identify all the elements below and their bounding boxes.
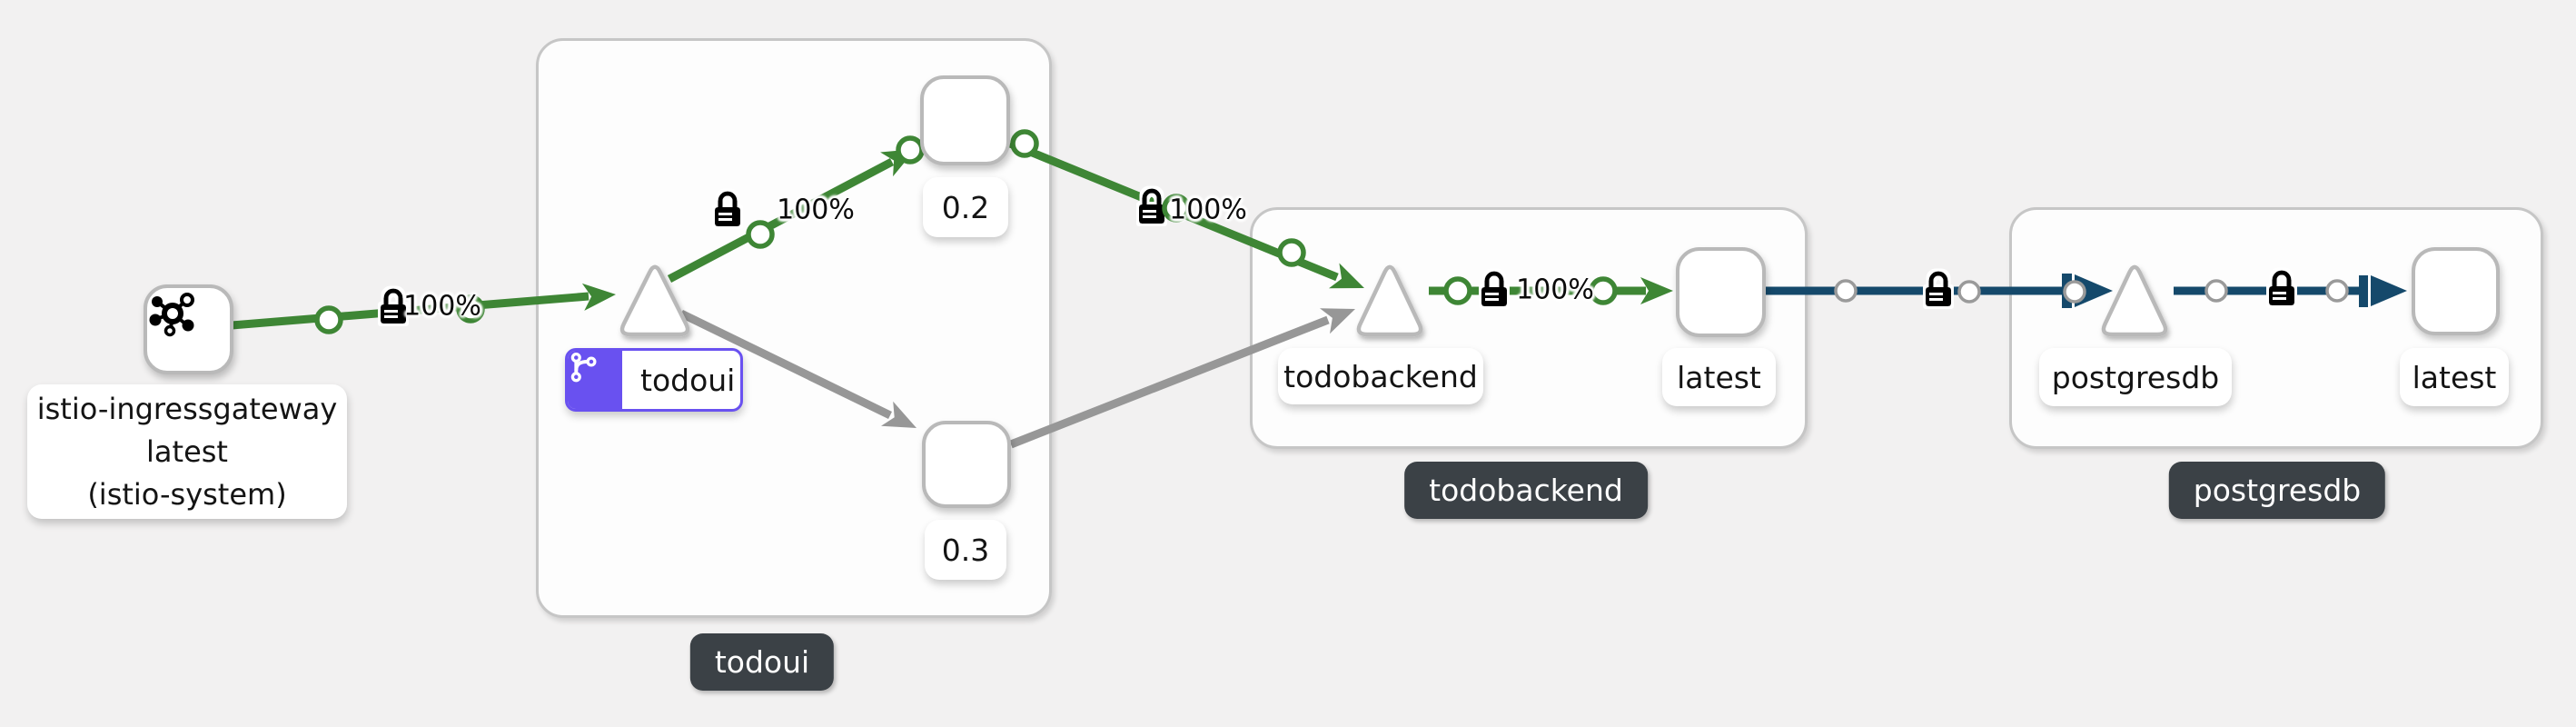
edge-arrowhead xyxy=(2075,274,2113,307)
edge-waypoint-circle xyxy=(1010,129,1039,158)
edge-postgresdb-to-latest[interactable] xyxy=(2174,270,2407,307)
label-line-version: latest xyxy=(146,433,228,469)
edge-waypoint-circle xyxy=(1443,276,1472,305)
node-todobackend-latest[interactable] xyxy=(1676,247,1766,337)
edge-arrowhead xyxy=(1640,277,1673,304)
label-postgresdb-latest: latest xyxy=(2400,348,2509,406)
edge-waypoint-circle xyxy=(1277,238,1306,267)
label-text: todoui xyxy=(640,362,736,398)
edge-label-ingress-to-todoui: 100% xyxy=(403,290,481,323)
group-badge-todoui[interactable]: todoui xyxy=(689,633,835,691)
node-postgresdb-latest[interactable] xyxy=(2412,247,2500,335)
edge-waypoint-circle xyxy=(2063,280,2086,304)
label-todoui-service: todoui xyxy=(565,348,743,412)
label-todoui-v03: 0.3 xyxy=(925,520,1006,580)
mtls-lock-icon xyxy=(381,288,406,324)
label-istio-ingressgateway: istio-ingressgateway latest (istio-syste… xyxy=(27,384,347,519)
label-todobackend-latest: latest xyxy=(1662,348,1776,406)
edge-tee-marker xyxy=(2359,275,2368,307)
mtls-lock-icon xyxy=(1926,271,1951,306)
edge-arrowhead xyxy=(1329,263,1364,289)
node-todoui-v03[interactable] xyxy=(922,421,1011,508)
edge-arrowhead xyxy=(881,401,916,428)
edge-arrowhead xyxy=(2371,275,2407,306)
edge-arrowhead xyxy=(581,283,616,311)
node-istio-ingressgateway[interactable] xyxy=(144,284,233,374)
edge-todoui-to-v03[interactable] xyxy=(679,309,916,428)
edge-ingress-to-todoui[interactable] xyxy=(231,283,616,334)
edge-todoui-to-v02[interactable] xyxy=(667,135,925,283)
edge-v03-to-todobackend[interactable] xyxy=(1009,308,1355,449)
edge-waypoint-circle xyxy=(1957,280,1981,304)
node-todoui-v02[interactable] xyxy=(920,75,1010,165)
edge-arrowhead xyxy=(1320,308,1355,334)
mtls-lock-icon xyxy=(1481,271,1507,306)
edge-waypoint-circle xyxy=(746,220,775,249)
edge-todobackend-to-latest[interactable] xyxy=(1429,271,1673,306)
label-todoui-v02: 0.2 xyxy=(923,177,1008,237)
edge-v02-to-todobackend[interactable] xyxy=(1008,129,1364,289)
service-node-triangle-todoui[interactable] xyxy=(619,264,690,337)
service-node-triangle-postgresdb[interactable] xyxy=(2101,264,2168,337)
mesh-gateway-icon xyxy=(149,293,194,337)
edge-latest-to-postgresdb[interactable] xyxy=(1765,271,2113,308)
edge-waypoint-circle xyxy=(456,294,485,324)
edge-waypoint-circle xyxy=(1834,279,1858,303)
edge-label-todoui-to-v02: 100% xyxy=(777,194,855,226)
label-line-name: istio-ingressgateway xyxy=(36,391,338,426)
edge-label-v02-to-todobackend: 100% xyxy=(1169,194,1247,226)
code-branch-icon xyxy=(570,352,597,383)
label-line-namespace: (istio-system) xyxy=(87,476,287,512)
service-node-triangle-todobackend[interactable] xyxy=(1356,264,1423,337)
edge-label-todobackend-to-latest: 100% xyxy=(1516,274,1594,306)
edge-waypoint-circle xyxy=(2325,279,2349,303)
virtual-service-badge xyxy=(568,351,622,409)
edge-waypoint-circle xyxy=(1589,276,1618,305)
group-badge-postgresdb[interactable]: postgresdb xyxy=(2168,462,2386,519)
mtls-lock-icon xyxy=(715,191,740,226)
edge-waypoint-circle xyxy=(896,135,925,164)
edge-waypoint-circle xyxy=(2204,279,2228,303)
label-todobackend-service: todobackend xyxy=(1278,348,1483,404)
group-badge-todobackend[interactable]: todobackend xyxy=(1404,462,1648,519)
edge-waypoint-circle xyxy=(1162,194,1191,223)
mtls-lock-icon xyxy=(2269,270,2294,305)
label-postgresdb-service: postgresdb xyxy=(2039,348,2232,406)
edge-waypoint-circle xyxy=(314,305,343,334)
mtls-lock-icon xyxy=(1139,188,1164,224)
